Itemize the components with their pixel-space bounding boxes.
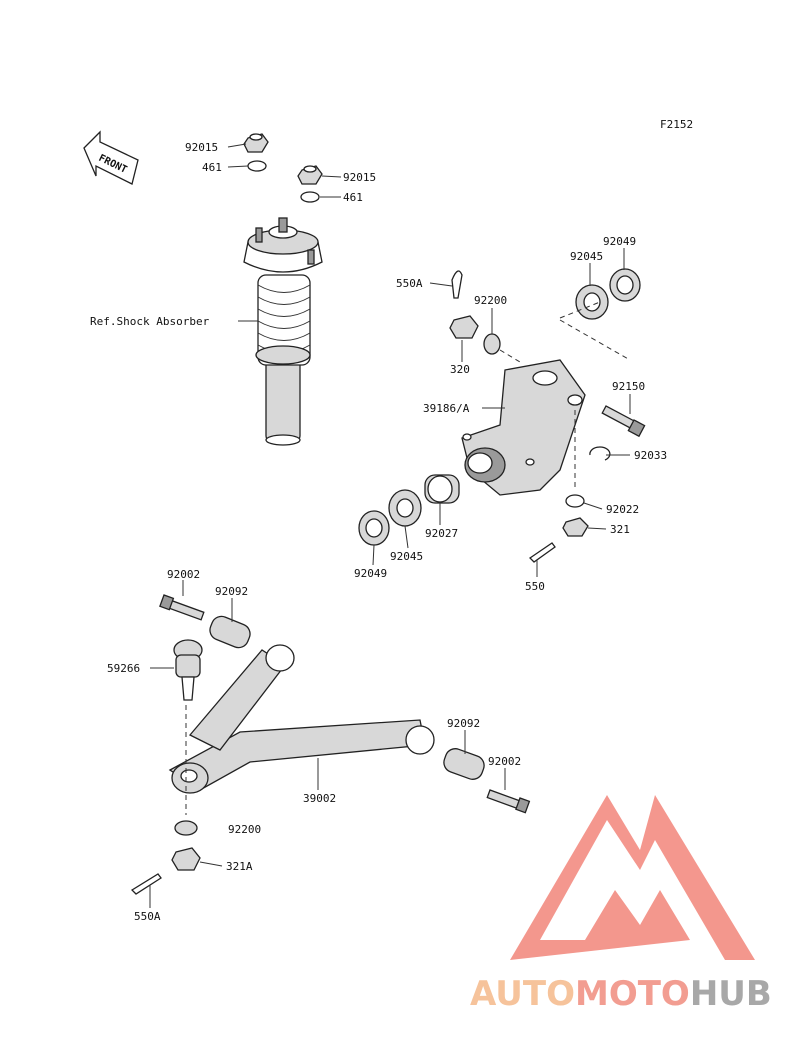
callout-92045: 92045 — [570, 250, 603, 263]
nut-321 — [562, 517, 589, 537]
seal-92049-lower — [358, 510, 390, 546]
watermark-triangle-icon — [510, 795, 755, 960]
callout-321a: 321A — [226, 860, 253, 873]
watermark-part3: HUB — [690, 974, 772, 1014]
callout-461: 461 — [202, 161, 222, 174]
cotter-pin-550 — [528, 542, 556, 563]
washer-92200-top — [483, 333, 501, 355]
callout-92150: 92150 — [612, 380, 645, 393]
bolt-92002-left — [159, 594, 205, 621]
nut-92015-a — [243, 133, 269, 153]
cotter-pin-550a-top — [451, 270, 463, 299]
bearing-92045-upper — [575, 284, 609, 320]
callout-92002: 92002 — [167, 568, 200, 581]
watermark-logo: AUTOMOTOHUB — [470, 795, 772, 1014]
seal-92049-upper — [609, 268, 641, 302]
bearing-92045-lower — [388, 489, 422, 527]
washer-461-b — [300, 191, 320, 203]
circlip-92033 — [589, 446, 611, 461]
a-arm-39002 — [168, 644, 435, 794]
watermark-text: AUTOMOTOHUB — [470, 974, 772, 1014]
bushing-92092-left — [209, 615, 251, 649]
callout-321: 321 — [610, 523, 630, 536]
callout-550: 550 — [525, 580, 545, 593]
washer-92200-bottom — [174, 820, 198, 836]
figure-code: F2152 — [660, 118, 693, 131]
callout-92049: 92049 — [603, 235, 636, 248]
leader-lines — [149, 143, 631, 908]
nut-321a — [171, 847, 201, 871]
callout-92200: 92200 — [474, 294, 507, 307]
ball-joint-59266 — [173, 639, 203, 701]
callout-92002: 92002 — [488, 755, 521, 768]
cotter-pin-550a-bottom — [130, 873, 162, 895]
callout-320: 320 — [450, 363, 470, 376]
front-arrow-icon: FRONT — [83, 130, 139, 185]
callout-92015: 92015 — [343, 171, 376, 184]
nut-320 — [449, 315, 479, 339]
nut-92015-b — [297, 165, 323, 185]
callout-59266: 59266 — [107, 662, 140, 675]
callout-92045: 92045 — [390, 550, 423, 563]
bolt-92150 — [601, 405, 646, 438]
ref-shock-absorber-label: Ref.Shock Absorber — [90, 315, 210, 328]
callout-550a: 550A — [134, 910, 161, 923]
callout-92022: 92022 — [606, 503, 639, 516]
washer-92022 — [565, 494, 585, 508]
callout-92015: 92015 — [185, 141, 218, 154]
bolt-92002-right — [486, 789, 531, 814]
callout-39002: 39002 — [303, 792, 336, 805]
callout-92092: 92092 — [215, 585, 248, 598]
callout-92092: 92092 — [447, 717, 480, 730]
callout-39186a: 39186/A — [423, 402, 470, 415]
callout-labels: 92015 461 92015 461 92049 92045 550A 922… — [90, 141, 667, 923]
callout-92049: 92049 — [354, 567, 387, 580]
callout-92033: 92033 — [634, 449, 667, 462]
callout-461: 461 — [343, 191, 363, 204]
callout-550a: 550A — [396, 277, 423, 290]
callout-92027: 92027 — [425, 527, 458, 540]
callout-92200: 92200 — [228, 823, 261, 836]
bushing-92027 — [424, 474, 460, 504]
watermark-part2: MOTO — [575, 974, 690, 1014]
watermark-part1: AUTO — [470, 974, 575, 1014]
steering-knuckle — [461, 359, 586, 496]
shock-absorber — [243, 217, 323, 446]
washer-461-a — [247, 160, 267, 172]
bushing-92092-right — [443, 748, 485, 780]
